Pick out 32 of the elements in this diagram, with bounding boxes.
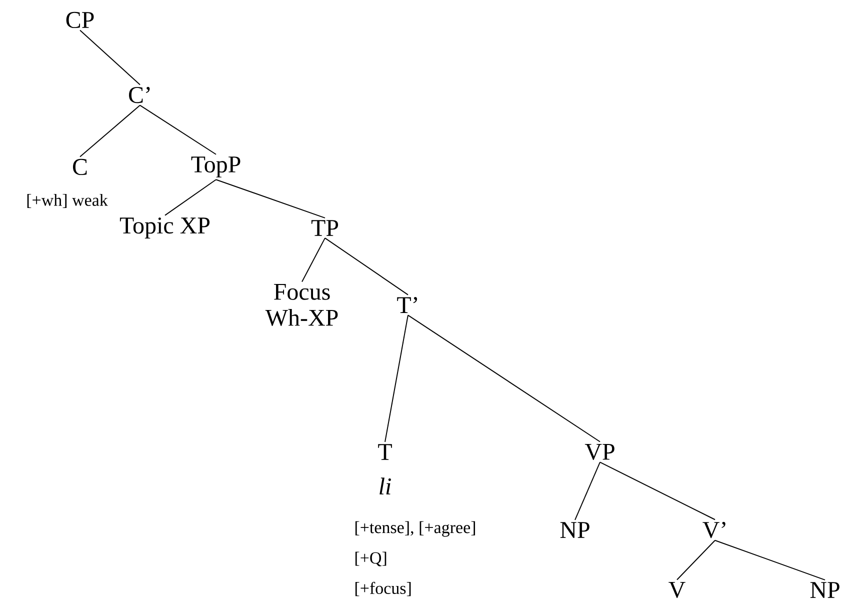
branch-line (676, 540, 716, 580)
branch-line (408, 314, 600, 442)
branch-line (80, 30, 140, 86)
branch-line (324, 238, 408, 296)
tree-label: T (378, 444, 392, 460)
branch-line (164, 179, 216, 216)
tree-label: Topic XP (120, 218, 210, 238)
tree-label: V’ (702, 522, 726, 538)
branch-line (714, 540, 826, 580)
tree-label: TP (311, 220, 338, 236)
feature-label: [+focus] (355, 582, 411, 596)
tree-label: C’ (129, 86, 150, 104)
branch-line (302, 238, 326, 282)
tree-label: Focus Wh-XP (265, 284, 338, 326)
tree-label: CP (66, 12, 94, 28)
tree-label: C (73, 158, 87, 176)
feature-label: [+tense], [+agree] (355, 521, 475, 537)
branch-line (140, 104, 216, 155)
tree-label: VP (584, 444, 614, 460)
morpheme-label: li (380, 478, 391, 494)
branch-line (216, 179, 326, 218)
feature-label: [+Q] (355, 552, 386, 566)
branch-line (600, 462, 716, 520)
tree-label: T’ (397, 297, 418, 313)
branch-line (574, 462, 600, 520)
tree-label: NP (810, 582, 840, 598)
tree-label: V (668, 582, 686, 598)
tree-label: TopP (191, 156, 240, 178)
branch-line (80, 104, 140, 158)
feature-label: [+wh] weak (27, 194, 108, 208)
branch-line (384, 314, 408, 442)
tree-label: NP (560, 522, 590, 538)
